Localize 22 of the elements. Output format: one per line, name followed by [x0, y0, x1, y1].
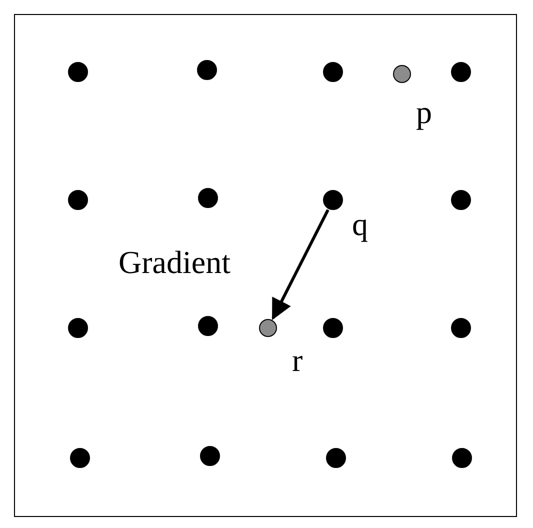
grid-point	[451, 62, 471, 82]
marked-point	[259, 319, 277, 337]
grid-point	[451, 190, 471, 210]
grid-point	[68, 62, 88, 82]
grid-point	[200, 446, 220, 466]
grid-point	[197, 60, 217, 80]
grid-point	[323, 190, 343, 210]
grid-point	[323, 62, 343, 82]
grid-point	[198, 188, 218, 208]
grid-point	[323, 318, 343, 338]
grid-point	[68, 190, 88, 210]
point-label: p	[416, 96, 432, 128]
point-label: r	[292, 344, 303, 376]
point-label: q	[352, 208, 368, 240]
grid-point	[326, 448, 346, 468]
grid-point	[68, 318, 88, 338]
grid-point	[70, 448, 90, 468]
grid-point	[198, 316, 218, 336]
arrow	[272, 209, 330, 320]
grid-point	[452, 448, 472, 468]
marked-point	[393, 65, 411, 83]
grid-point	[451, 318, 471, 338]
